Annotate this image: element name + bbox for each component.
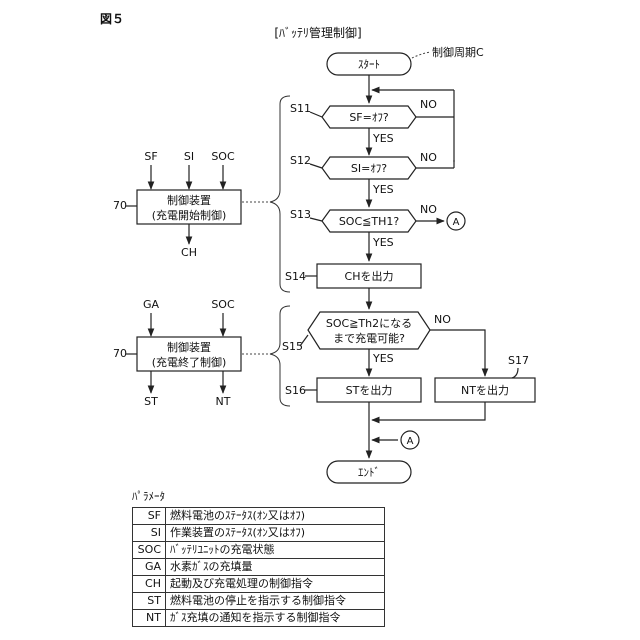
- s17-text: NTを出力: [461, 383, 509, 397]
- s11-yes: YES: [372, 132, 394, 145]
- cycle-note: 制御周期C: [432, 45, 484, 59]
- params-row: NTｶﾞｽ充填の通知を指示する制御指令: [133, 610, 385, 627]
- s16-text: STを出力: [346, 383, 393, 397]
- device2-line2: (充電終了制御): [152, 355, 227, 369]
- process-s14: CHを出力: [317, 264, 421, 288]
- s15-line2: まで充電可能?: [333, 331, 405, 345]
- connector-a-in: A: [401, 431, 419, 449]
- start-label: ｽﾀｰﾄ: [358, 58, 380, 71]
- connector-a-out: A: [447, 212, 465, 230]
- param-key: GA: [133, 559, 166, 576]
- device2-line1: 制御装置: [167, 340, 211, 354]
- process-s17: NTを出力: [435, 378, 535, 402]
- params-row: SOCﾊﾞｯﾃﾘﾕﾆｯﾄの充電状態: [133, 542, 385, 559]
- s13-text: SOC≦TH1?: [339, 215, 400, 228]
- s14-text: CHを出力: [345, 269, 394, 283]
- s13-yes: YES: [372, 236, 394, 249]
- params-row: SF燃料電池のｽﾃｰﾀｽ(ｵﾝ又はｵﾌ): [133, 508, 385, 525]
- s12-step: S12: [290, 154, 311, 167]
- s17-step: S17: [508, 354, 529, 367]
- params-title: ﾊﾟﾗﾒｰﾀ: [132, 488, 165, 504]
- param-key: SF: [133, 508, 166, 525]
- s14-step: S14: [285, 270, 306, 283]
- s11-no: NO: [420, 98, 437, 111]
- device2-output-nt: NT: [216, 395, 231, 408]
- param-desc: 水素ｶﾞｽの充填量: [166, 559, 385, 576]
- s13-step: S13: [290, 208, 311, 221]
- param-desc: 起動及び充電処理の制御指令: [166, 576, 385, 593]
- end-label: ｴﾝﾄﾞ: [358, 466, 380, 479]
- s11-text: SF=ｵﾌ?: [349, 111, 389, 124]
- param-desc: ｶﾞｽ充填の通知を指示する制御指令: [166, 610, 385, 627]
- params-row: SI作業装置のｽﾃｰﾀｽ(ｵﾝ又はｵﾌ): [133, 525, 385, 542]
- s15-step: S15: [282, 340, 303, 353]
- device2-output-st: ST: [144, 395, 158, 408]
- device1-ref: 70: [113, 199, 127, 212]
- param-key: ST: [133, 593, 166, 610]
- decision-s11: SF=ｵﾌ?: [322, 106, 416, 128]
- control-device-charge-start: 制御装置 (充電開始制御): [137, 190, 241, 224]
- decision-s12: SI=ｵﾌ?: [322, 157, 416, 179]
- connector-a-out-label: A: [453, 217, 460, 228]
- device1-input-soc: SOC: [211, 150, 235, 163]
- s13-no: NO: [420, 203, 437, 216]
- start-terminal: ｽﾀｰﾄ: [327, 53, 411, 75]
- s16-step: S16: [285, 384, 306, 397]
- param-key: CH: [133, 576, 166, 593]
- diagram-title: [ﾊﾞｯﾃﾘ管理制御]: [274, 25, 361, 40]
- s12-text: SI=ｵﾌ?: [351, 162, 387, 175]
- connector-a-in-label: A: [407, 436, 414, 447]
- device2-ref: 70: [113, 347, 127, 360]
- process-s16: STを出力: [317, 378, 421, 402]
- s11-step: S11: [290, 102, 311, 115]
- device1-input-sf: SF: [144, 150, 157, 163]
- brace-upper: [270, 96, 290, 292]
- param-key: SI: [133, 525, 166, 542]
- params-row: GA水素ｶﾞｽの充填量: [133, 559, 385, 576]
- device2-input-ga: GA: [143, 298, 160, 311]
- param-desc: 燃料電池のｽﾃｰﾀｽ(ｵﾝ又はｵﾌ): [166, 508, 385, 525]
- params-row: CH起動及び充電処理の制御指令: [133, 576, 385, 593]
- device2-input-soc: SOC: [211, 298, 235, 311]
- param-key: SOC: [133, 542, 166, 559]
- s12-no: NO: [420, 151, 437, 164]
- device1-line1: 制御装置: [167, 193, 211, 207]
- param-key: NT: [133, 610, 166, 627]
- device1-input-si: SI: [184, 150, 194, 163]
- end-terminal: ｴﾝﾄﾞ: [327, 461, 411, 483]
- s15-line1: SOC≧Th2になる: [326, 317, 412, 330]
- param-desc: 作業装置のｽﾃｰﾀｽ(ｵﾝ又はｵﾌ): [166, 525, 385, 542]
- s15-no: NO: [434, 313, 451, 326]
- control-device-charge-end: 制御装置 (充電終了制御): [137, 337, 241, 371]
- s12-yes: YES: [372, 183, 394, 196]
- s15-yes: YES: [372, 352, 394, 365]
- cycle-leader: [412, 52, 430, 58]
- param-desc: ﾊﾞｯﾃﾘﾕﾆｯﾄの充電状態: [166, 542, 385, 559]
- params-table: SF燃料電池のｽﾃｰﾀｽ(ｵﾝ又はｵﾌ)SI作業装置のｽﾃｰﾀｽ(ｵﾝ又はｵﾌ)…: [132, 507, 385, 627]
- decision-s15: SOC≧Th2になる まで充電可能?: [308, 312, 430, 349]
- decision-s13: SOC≦TH1?: [322, 210, 416, 232]
- params-row: ST燃料電池の停止を指示する制御指令: [133, 593, 385, 610]
- device1-output-ch: CH: [181, 246, 197, 259]
- device1-line2: (充電開始制御): [152, 208, 227, 222]
- param-desc: 燃料電池の停止を指示する制御指令: [166, 593, 385, 610]
